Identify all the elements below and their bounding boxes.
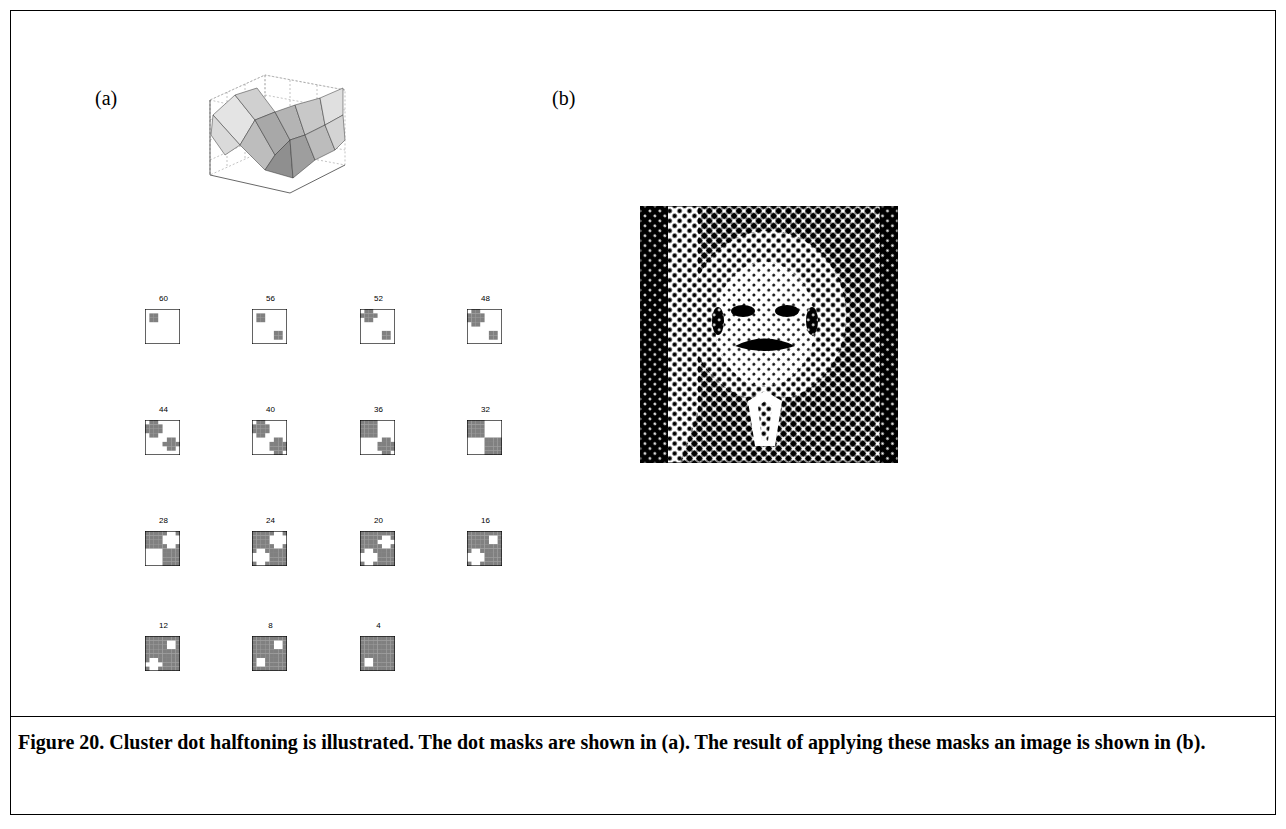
dot-mask: 20 (360, 516, 397, 566)
mask-square (467, 309, 502, 344)
mask-level: 56 (252, 294, 289, 304)
mask-square (360, 531, 395, 566)
halftone-image (640, 206, 898, 463)
mask-square (252, 420, 287, 455)
mask-square (252, 636, 287, 671)
dot-mask: 28 (145, 516, 182, 566)
mask-square (467, 420, 502, 455)
panel-label: (b) (552, 86, 575, 110)
mask-level: 28 (145, 516, 182, 526)
dot-mask: 40 (252, 405, 289, 455)
dot-mask: 32 (467, 405, 504, 455)
dot-mask: 12 (145, 621, 182, 671)
mask-level: 20 (360, 516, 397, 526)
dot-mask: 60 (145, 294, 182, 344)
dot-mask: 48 (467, 294, 504, 344)
mask-level: 48 (467, 294, 504, 304)
mask-level: 32 (467, 405, 504, 415)
figure-caption: Figure 20. Cluster dot halftoning is ill… (18, 730, 1268, 755)
mask-level: 36 (360, 405, 397, 415)
mask-level: 52 (360, 294, 397, 304)
dot-mask: 24 (252, 516, 289, 566)
mask-square (360, 636, 395, 671)
mask-square (360, 309, 395, 344)
dot-mask: 8 (252, 621, 289, 671)
mask-square (467, 531, 502, 566)
mask-level: 4 (360, 621, 397, 631)
mask-square (145, 309, 180, 344)
mask-square (145, 420, 180, 455)
mask-level: 16 (467, 516, 504, 526)
mask-level: 12 (145, 621, 182, 631)
mask-level: 40 (252, 405, 289, 415)
mask-square (145, 531, 180, 566)
mask-square (145, 636, 180, 671)
dot-mask: 52 (360, 294, 397, 344)
dot-mask: 44 (145, 405, 182, 455)
mask-level: 24 (252, 516, 289, 526)
mask-level: 44 (145, 405, 182, 415)
panel-label: (a) (95, 86, 117, 110)
dot-mask: 36 (360, 405, 397, 455)
caption-divider (10, 716, 1276, 717)
dot-mask: 4 (360, 621, 397, 671)
mask-level: 60 (145, 294, 182, 304)
threshold-surface-plot (195, 60, 360, 200)
mask-square (360, 420, 395, 455)
mask-level: 8 (252, 621, 289, 631)
mask-square (252, 531, 287, 566)
dot-mask: 56 (252, 294, 289, 344)
mask-square (252, 309, 287, 344)
dot-mask: 16 (467, 516, 504, 566)
